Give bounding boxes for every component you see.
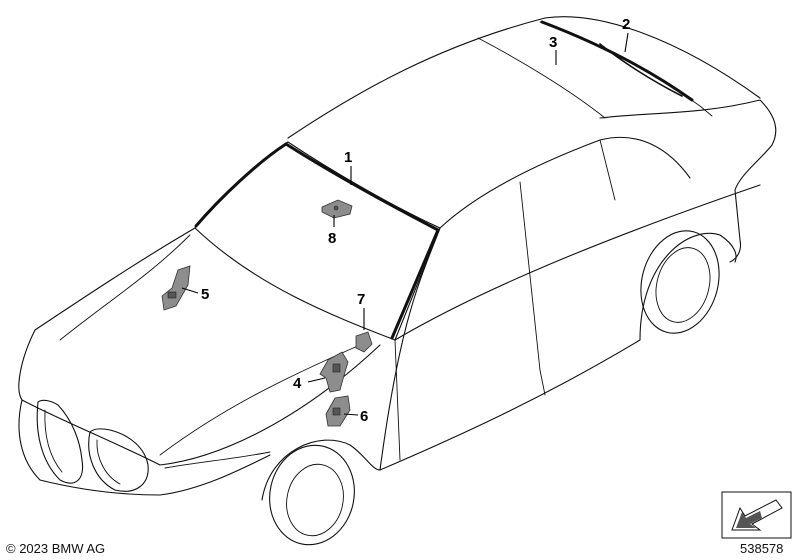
rear-window-pillar — [599, 139, 616, 201]
grille-inner-left — [44, 409, 63, 473]
rear-wheel — [640, 230, 720, 334]
rear-window-inner-strip — [599, 43, 683, 97]
callout-7: 7 — [357, 291, 365, 308]
leader-2 — [624, 32, 629, 53]
view-direction-icon — [721, 491, 792, 539]
part-4-sensor-bracket — [319, 351, 349, 393]
copyright-text: © 2023 BMW AG — [6, 541, 106, 556]
part-5-bracket — [161, 265, 191, 311]
headlight — [164, 451, 271, 469]
hood-crease — [59, 234, 191, 341]
front-wheel-arch — [261, 439, 381, 501]
callout-6: 6 — [360, 408, 368, 425]
front-wheel-inner — [286, 463, 344, 537]
diagram-number: 538578 — [740, 541, 784, 556]
side-window-divider — [519, 181, 541, 371]
callout-4: 4 — [293, 375, 302, 392]
part-6-holder — [325, 395, 351, 427]
leader-5 — [181, 287, 199, 294]
kidney-grille-left — [36, 399, 84, 484]
front-wheel — [269, 444, 355, 546]
front-door-line — [394, 339, 401, 461]
rear-wheel-arch — [639, 232, 737, 341]
rear-window-edge-2 — [539, 21, 713, 117]
rear-window-edge — [477, 37, 606, 119]
hood-edge — [18, 227, 381, 466]
rear-door-line — [539, 369, 546, 396]
part-7-cover — [355, 331, 373, 353]
trunk-line — [599, 99, 777, 263]
callout-3: 3 — [549, 34, 557, 51]
rear-window-seal-strip — [540, 20, 694, 102]
side-window-frame — [439, 136, 691, 229]
part-8-rain-sensor — [321, 199, 353, 219]
kidney-grille-right — [88, 428, 149, 492]
callout-1: 1 — [344, 149, 352, 166]
car-body — [18, 16, 777, 546]
a-pillar — [379, 227, 441, 471]
grille-inner-right — [96, 439, 121, 485]
windshield-seal-strip — [194, 142, 440, 340]
front-bumper — [18, 399, 271, 496]
leader-6 — [343, 413, 359, 416]
callout-2: 2 — [622, 16, 630, 33]
roof-line — [287, 16, 761, 139]
rear-wheel-inner — [655, 247, 711, 323]
callout-8: 8 — [328, 230, 336, 247]
leader-4 — [307, 377, 326, 383]
side-sill — [379, 339, 641, 471]
beltline — [394, 184, 761, 341]
callout-5: 5 — [201, 286, 209, 303]
